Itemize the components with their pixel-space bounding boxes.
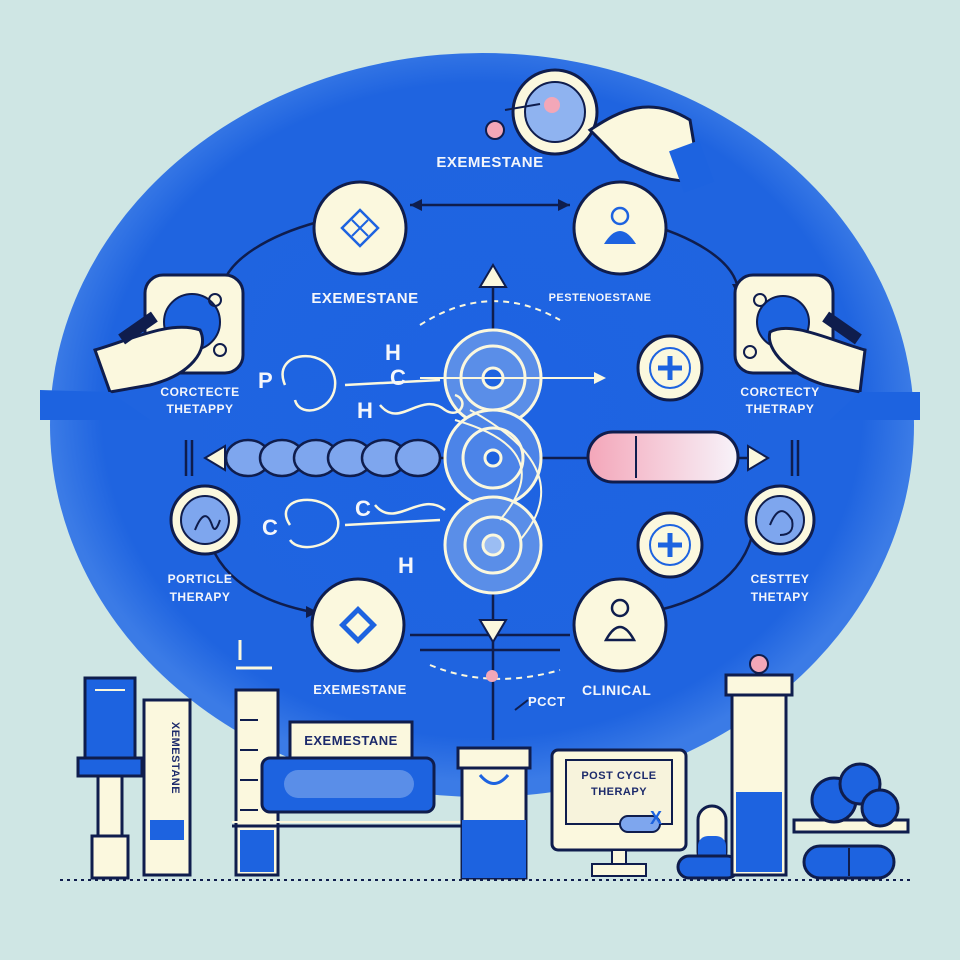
central-rings [443,328,543,595]
tube-label-vertical: XEMESTANE [169,721,181,795]
label-pcct: PCCT [528,694,566,709]
chem-letter-p: P [258,368,274,393]
box-label-exemestane: EXEMESTANE [304,733,398,748]
label-box [260,720,436,814]
monitor-text-line-2: THERAPY [590,786,648,798]
label-left-low-2: THERAPY [169,590,231,604]
chem-letter-h2: H [357,398,374,423]
beaker-jar [456,746,532,880]
plus-node-lower [636,511,704,579]
chem-letter-h3: H [398,553,415,578]
chem-letter-c2: C [262,515,279,540]
node-bottom-left [310,577,406,673]
device-right [733,273,920,420]
labeled-tube [142,698,192,877]
plus-icon [658,356,682,380]
pill-capsule [586,430,740,484]
node-bottom-right [572,577,668,673]
node-top-right [572,180,668,276]
side-icon-right [744,484,816,556]
molecule-chain [224,438,442,478]
label-exemestane-bottom-left: EXEMESTANE [313,682,407,697]
monitor [550,748,688,877]
label-left-mid-2: THETAPPY [166,402,234,416]
arrow-right-triangle [747,444,770,472]
monitor-x-mark: X [650,808,663,828]
label-left-mid-1: CORCTECTE [160,385,240,399]
label-right-mid-2: THETRAPY [745,402,815,416]
arrow-up-triangle [478,263,508,288]
monitor-text-line-1: POST CYCLE [581,770,657,782]
label-right-mid-1: CORCTECTY [740,385,820,399]
label-left-low-1: PORTICLE [167,572,233,586]
person-icon [604,206,636,244]
diamond-icon [340,208,380,248]
capsule-stand [676,804,740,880]
person-icon [603,598,637,642]
chem-letter-c1: C [390,365,407,390]
node-top-left [312,180,408,276]
label-upper-right: PESTENOESTANE [548,292,652,304]
arrow-down-triangle [478,619,508,644]
dashed-arc-bottom [429,664,561,680]
hand-magnifier-top [485,68,715,193]
label-clinical: CLINICAL [582,682,652,698]
label-right-low-2: THETAPY [750,590,810,604]
chem-letter-c3: C [355,496,372,521]
plus-icon [658,533,682,557]
pill-cluster [792,762,910,880]
label-exemestane-upper-left: EXEMESTANE [311,290,419,307]
molecule-bonds [281,355,464,549]
plus-node-upper [636,334,704,402]
chem-letter-h1: H [385,340,402,365]
label-right-low-1: CESTTEY [750,572,810,586]
device-left [40,273,245,420]
side-icon-left [169,484,241,556]
title-exemestane-top: EXEMESTANE [436,154,544,171]
tall-cylinder [724,654,794,877]
syringe [76,676,144,880]
